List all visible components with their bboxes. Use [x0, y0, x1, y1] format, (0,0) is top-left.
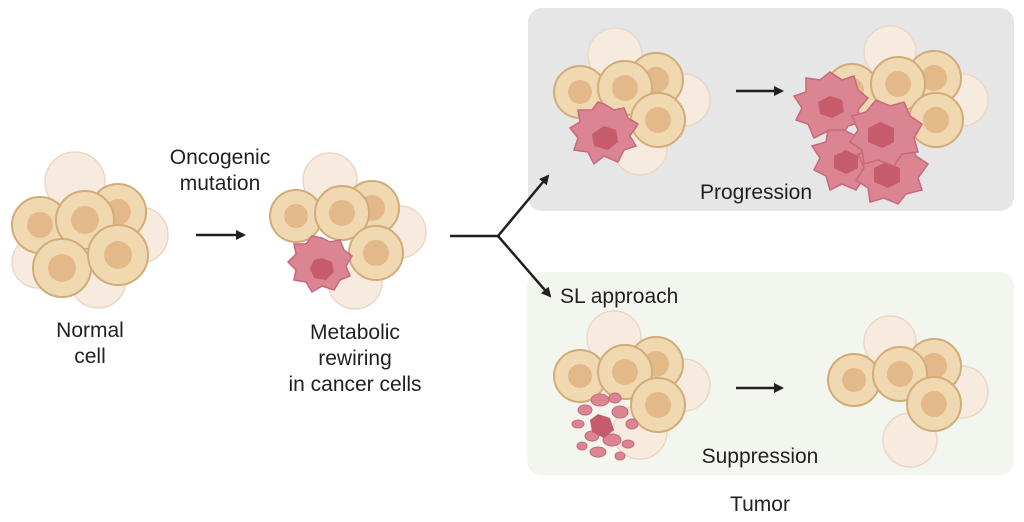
metabolic-line-2: rewiring [318, 347, 392, 370]
rewired-cell-cluster-icon [269, 152, 427, 310]
sl-approach-arrow [497, 235, 552, 298]
progression-start-cluster-icon [553, 27, 711, 176]
progressing-tumor-cluster-icon [792, 25, 989, 205]
oncogenic-mutation-label: Oncogenic mutation [150, 145, 290, 197]
sl-approach-label: SL approach [560, 285, 679, 308]
suppressed-cell-cluster-icon [827, 315, 989, 468]
suppression-label: Suppression [701, 445, 819, 468]
oncogenic-line-2: mutation [179, 172, 261, 195]
metabolic-line-1: Metabolic [310, 321, 400, 344]
metabolic-line-3: in cancer cells [288, 373, 422, 396]
tumor-label: Tumor [730, 493, 790, 516]
oncogenic-line-1: Oncogenic [169, 146, 271, 169]
normal-cell-line-1: Normal [56, 319, 124, 342]
normal-cell-line-2: cell [74, 345, 106, 368]
fragmenting-tumor-cluster-icon [553, 310, 711, 461]
progression-arrow [497, 174, 550, 237]
progression-label: Progression [699, 181, 813, 204]
normal-cell-label: Normal cell [20, 318, 160, 370]
metabolic-rewiring-label: Metabolic rewiring in cancer cells [265, 320, 445, 398]
normal-cell-cluster-icon [11, 151, 169, 309]
